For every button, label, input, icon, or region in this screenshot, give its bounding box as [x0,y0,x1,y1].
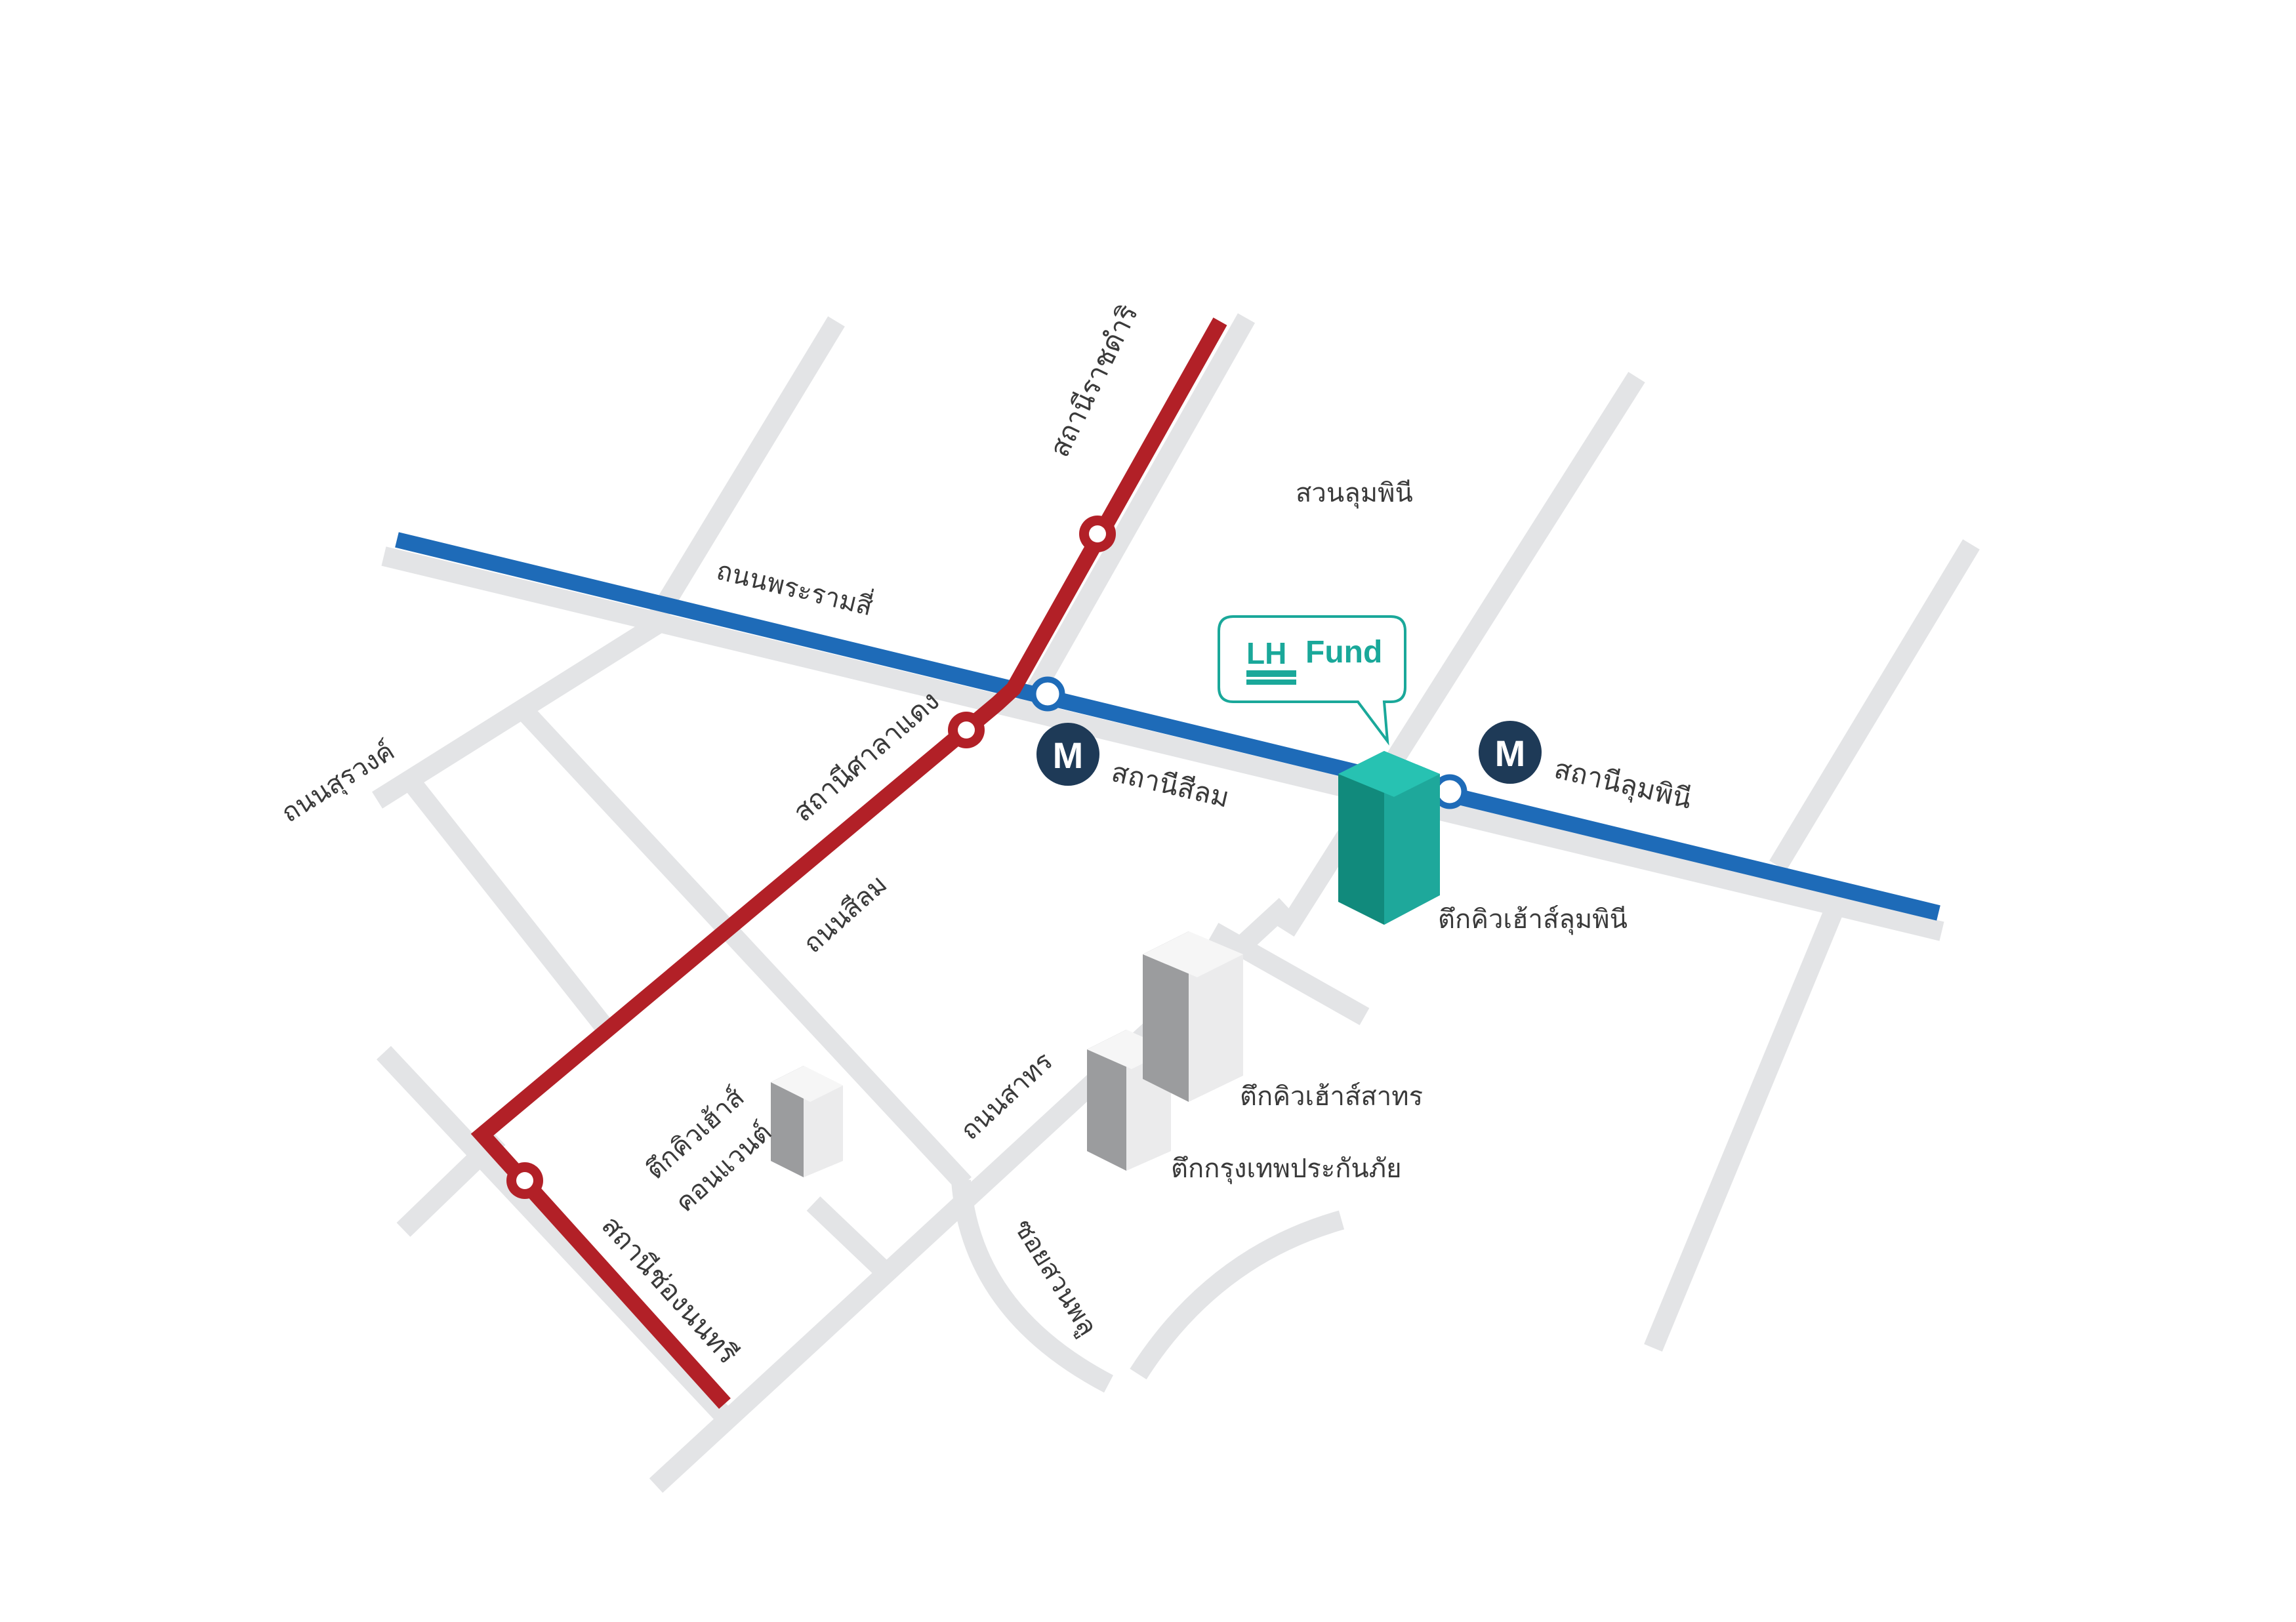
building-q-house-sathorn [1143,931,1243,1102]
mrt-badge-silom: M [1036,723,1099,786]
road-network [372,313,1980,1493]
road-rama4-shadow [381,546,1944,941]
mrt-line [395,532,1940,921]
svg-text:LH: LH [1246,636,1286,670]
road-lower-curve [1130,1210,1345,1380]
label-mrt-lumphini: สถานีลุมพินี [1551,753,1694,817]
label-silom-road: ถนนสีลม [798,870,893,959]
lh-logo-word: Fund [1305,635,1382,670]
road-surawong [372,615,665,809]
bts-station-ratchadamri-marker[interactable] [1079,516,1116,552]
road-silom [518,704,972,1191]
label-bts-ratchadamri: สถานีราชดำริ [1044,300,1143,462]
road-lower-left-stub [396,1131,506,1237]
bts-station-chong-nonsi-marker[interactable] [506,1162,543,1199]
road-left-lower [402,774,615,1036]
road-right-diagonal-2 [1769,539,1980,871]
road-left-diagonal [641,316,845,635]
mrt-badge-lumphini: M [1479,721,1542,784]
lh-fund-logo-callout: LH Fund [1218,615,1406,746]
mrt-station-silom-marker[interactable] [1030,676,1065,712]
bts-station-sala-daeng-marker[interactable] [948,712,985,748]
road-ratchadamri [1014,313,1256,717]
road-sathorn-spur [1208,922,1370,1026]
label-bangkok-insurance: ตึกกรุงเทพประกันภัย [1171,1154,1402,1185]
label-q-house-sathorn: ตึกคิวเฮ้าส์สาทร [1240,1082,1423,1111]
road-soi-convent [806,1196,890,1276]
svg-text:M: M [1053,735,1084,776]
road-soi-suan-phlu [951,1179,1113,1393]
building-q-house-convent [771,1066,843,1177]
svg-text:M: M [1495,733,1526,774]
label-lumphini-park: สวนลุมพินี [1296,479,1413,509]
road-chong-nonsi [377,1045,732,1424]
building-q-house-lumphini[interactable] [1338,751,1440,925]
label-rama4: ถนนพระรามสี่ [714,552,876,621]
road-right-diagonal-3 [1644,908,1843,1352]
label-surawong: ถนนสุรวงค์ [276,736,400,829]
lh-logo-mark: LH [1245,633,1299,685]
label-q-house-lumphini: ตึกคิวเฮ้าส์ลุมพินี [1438,904,1628,935]
